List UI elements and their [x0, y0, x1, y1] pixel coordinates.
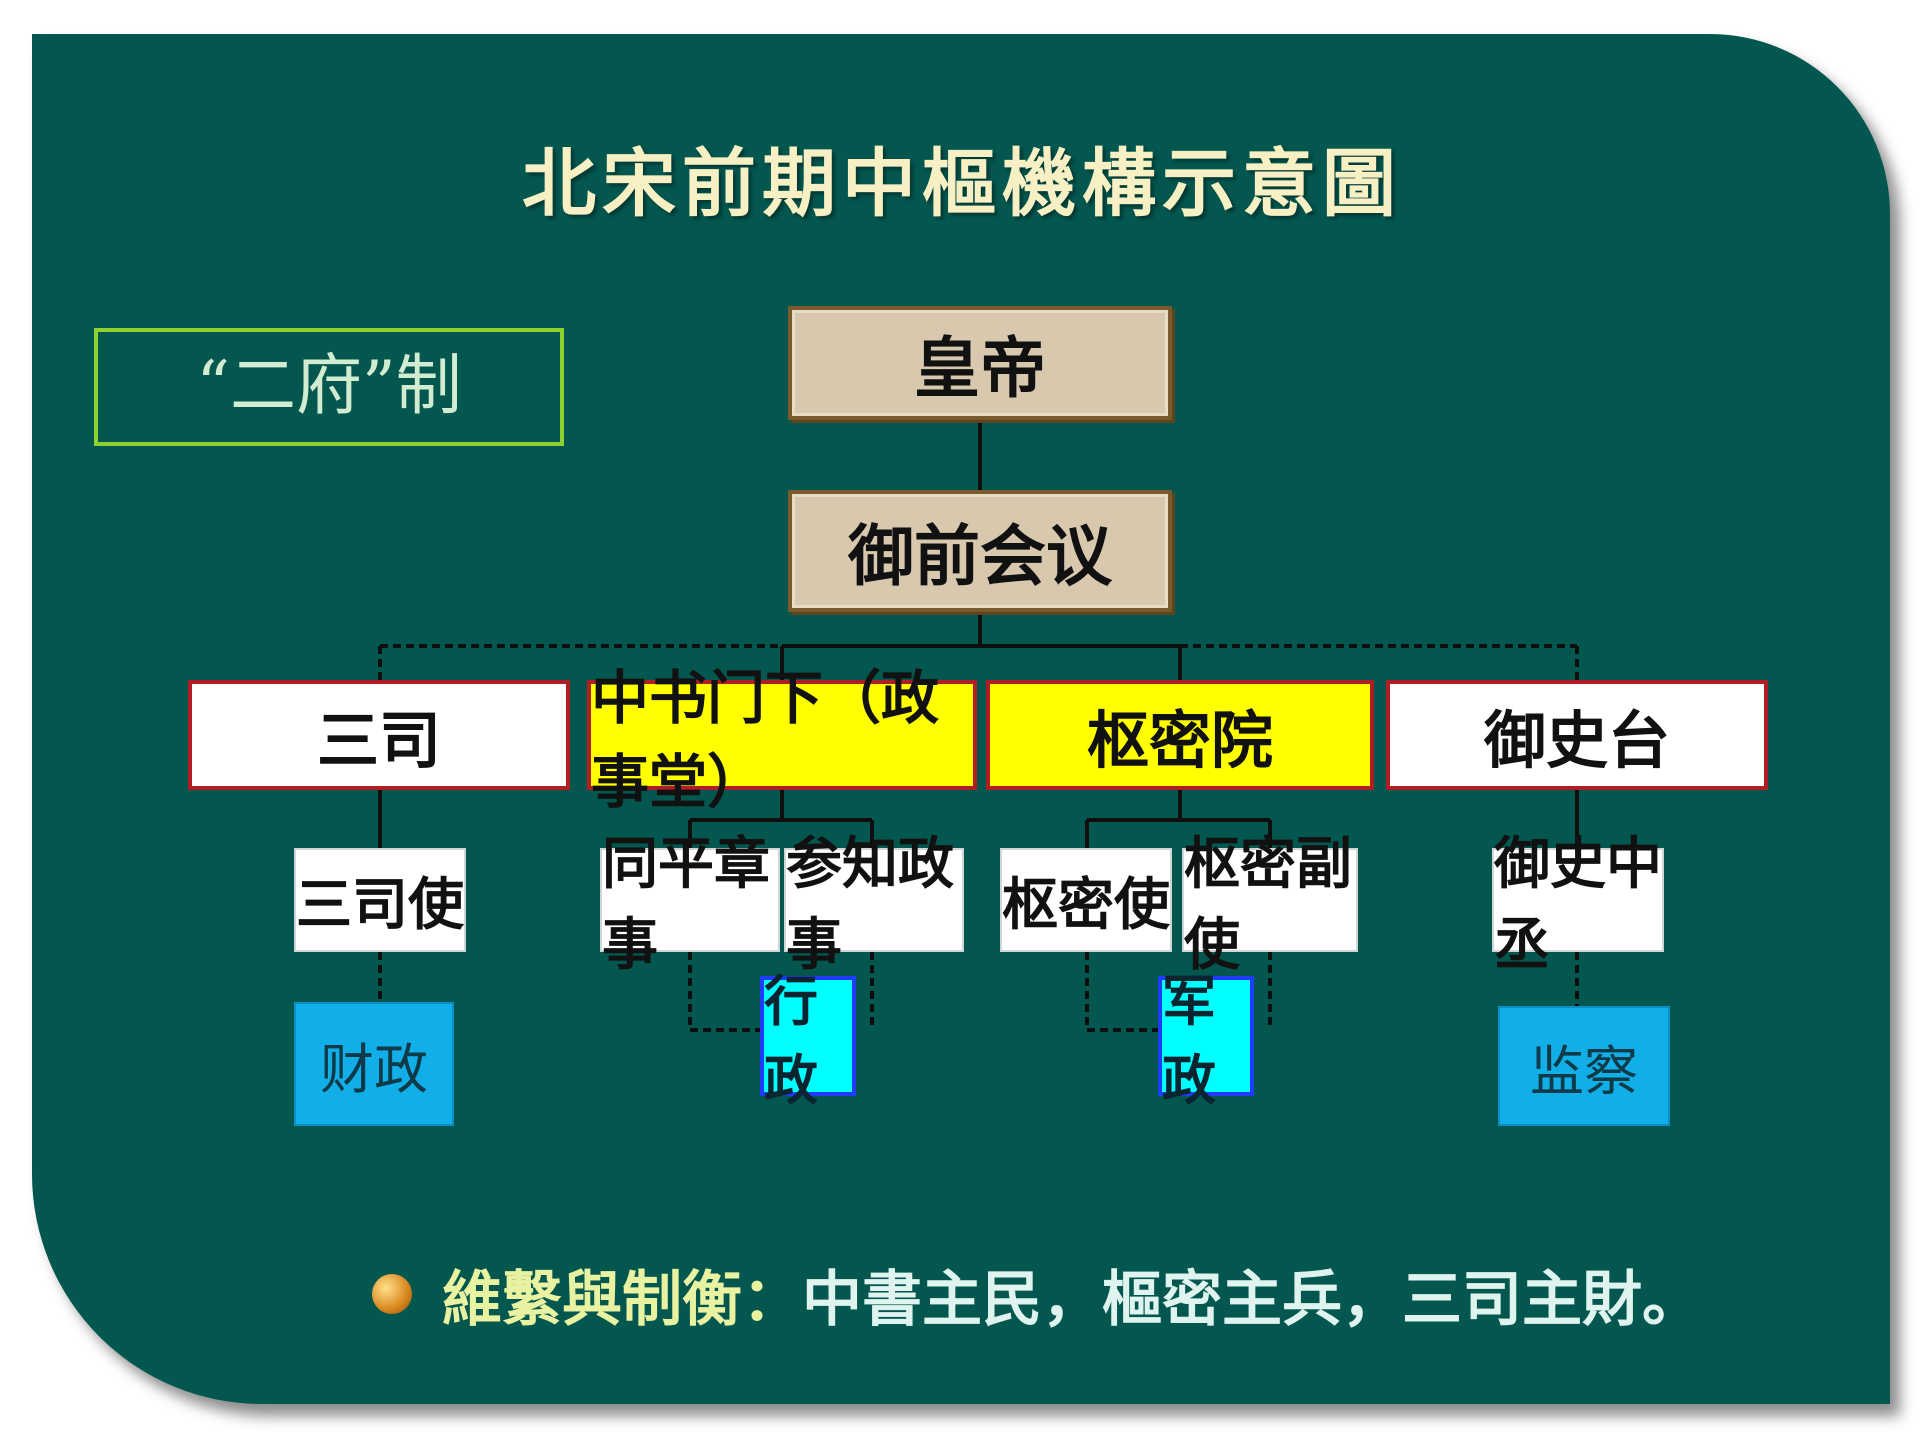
footer-text: 中書主民，樞密主兵，三司主財。: [802, 1264, 1702, 1335]
line-tongping-xingzheng: [688, 952, 760, 1032]
node-func-jiancha: 监察: [1498, 1006, 1670, 1126]
node-func-caizheng: 财政: [294, 1002, 454, 1126]
node-office-sansishi: 三司使: [294, 848, 466, 952]
node-council: 御前会议: [788, 490, 1172, 612]
bullet-icon: [372, 1274, 412, 1314]
footer-note: 維繫與制衡： 中書主民，樞密主兵，三司主財。: [372, 1244, 1712, 1344]
line-shumishi-junzheng: [1085, 952, 1158, 1032]
node-func-junzheng: 军政: [1158, 969, 1254, 1112]
slide: 北宋前期中樞機構示意圖 “二府”制 皇帝 御前会议 三司 中书门下（政事堂） 枢…: [32, 34, 1890, 1404]
node-func-xingzheng: 行政: [760, 969, 856, 1112]
node-office-canzhi: 参知政事: [784, 831, 964, 978]
diagram-title: 北宋前期中樞機構示意圖: [522, 141, 1402, 227]
connector-lines: [378, 419, 1579, 1032]
node-dept-yushi: 御史台: [1386, 680, 1768, 790]
node-emperor: 皇帝: [788, 306, 1172, 420]
node-office-zhongcheng: 御史中丞: [1492, 831, 1664, 978]
node-office-shumishi: 枢密使: [1000, 848, 1172, 952]
system-label: “二府”制: [94, 328, 564, 446]
node-dept-shumi: 枢密院: [986, 680, 1374, 790]
node-dept-zhongshu: 中书门下（政事堂）: [587, 664, 977, 816]
node-office-tongping: 同平章事: [600, 831, 780, 978]
node-office-fushi: 枢密副使: [1182, 831, 1358, 978]
footer-label: 維繫與制衡：: [442, 1264, 802, 1335]
node-dept-sansi: 三司: [188, 680, 570, 790]
